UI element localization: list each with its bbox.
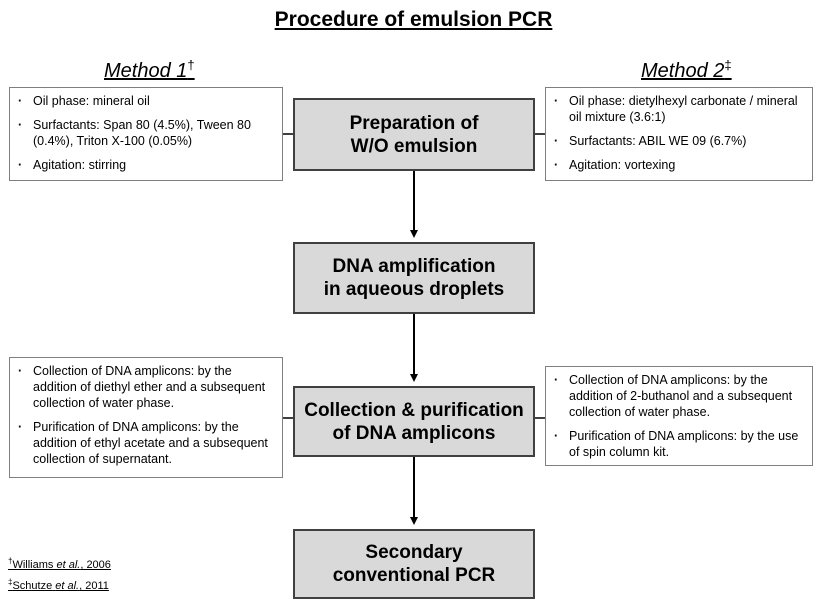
step-3-line-2: of DNA amplicons bbox=[332, 422, 496, 444]
step-2-line-1: DNA amplification bbox=[332, 256, 496, 277]
reference-etal: et al. bbox=[55, 580, 80, 592]
list-item: Purification of DNA amplicons: by the ad… bbox=[16, 419, 274, 467]
list-item: Collection of DNA amplicons: by the addi… bbox=[552, 372, 804, 420]
method-1-purification-notes: Collection of DNA amplicons: by the addi… bbox=[9, 357, 283, 478]
list-item: Agitation: stirring bbox=[16, 157, 274, 173]
list-item: Collection of DNA amplicons: by the addi… bbox=[16, 363, 274, 411]
step-4-line-1: Secondary bbox=[365, 542, 463, 563]
list-item: Agitation: vortexing bbox=[552, 157, 804, 173]
step-preparation-box: Preparation of W/O emulsion bbox=[293, 98, 535, 171]
step-1-line-2: W/O emulsion bbox=[350, 135, 478, 157]
step-purification-box: Collection & purification of DNA amplico… bbox=[293, 386, 535, 457]
method-2-label: Method 2 bbox=[641, 60, 725, 82]
reference-author: Williams bbox=[12, 559, 54, 571]
step-amplification-box: DNA amplification in aqueous droplets bbox=[293, 242, 535, 314]
diagram-title: Procedure of emulsion PCR bbox=[274, 8, 553, 31]
method-1-heading: Method 1† bbox=[104, 57, 195, 83]
reference-schutze: ‡Schutze et al., 2011 bbox=[8, 576, 111, 597]
method-2-heading: Method 2‡ bbox=[641, 57, 732, 83]
method-2-mark: ‡ bbox=[724, 57, 732, 73]
step-1-line-1: Preparation of bbox=[349, 112, 479, 134]
list-item: Oil phase: mineral oil bbox=[16, 93, 274, 109]
references: †Williams et al., 2006 ‡Schutze et al., … bbox=[8, 555, 111, 597]
step-2-line-2: in aqueous droplets bbox=[323, 279, 505, 300]
reference-mark: ‡ bbox=[8, 577, 13, 587]
list-item: Purification of DNA amplicons: by the us… bbox=[552, 428, 804, 460]
reference-year: , 2011 bbox=[79, 580, 109, 592]
method-2-purification-notes: Collection of DNA amplicons: by the addi… bbox=[545, 366, 813, 466]
reference-mark: † bbox=[8, 556, 13, 566]
method-2-emulsion-notes: Oil phase: dietylhexyl carbonate / miner… bbox=[545, 87, 813, 181]
reference-year: , 2006 bbox=[80, 559, 111, 571]
step-3-line-1: Collection & purification bbox=[304, 399, 524, 421]
step-secondary-pcr-box: Secondary conventional PCR bbox=[293, 529, 535, 599]
list-item: Oil phase: dietylhexyl carbonate / miner… bbox=[552, 93, 804, 125]
list-item: Surfactants: ABIL WE 09 (6.7%) bbox=[552, 133, 804, 149]
reference-etal: et al. bbox=[56, 559, 81, 571]
method-1-label: Method 1 bbox=[104, 60, 188, 82]
method-1-mark: † bbox=[187, 57, 195, 73]
method-1-emulsion-notes: Oil phase: mineral oil Surfactants: Span… bbox=[9, 87, 283, 181]
reference-author: Schutze bbox=[12, 580, 53, 592]
reference-williams: †Williams et al., 2006 bbox=[8, 555, 111, 576]
step-4-line-2: conventional PCR bbox=[332, 565, 496, 586]
list-item: Surfactants: Span 80 (4.5%), Tween 80 (0… bbox=[16, 117, 274, 149]
